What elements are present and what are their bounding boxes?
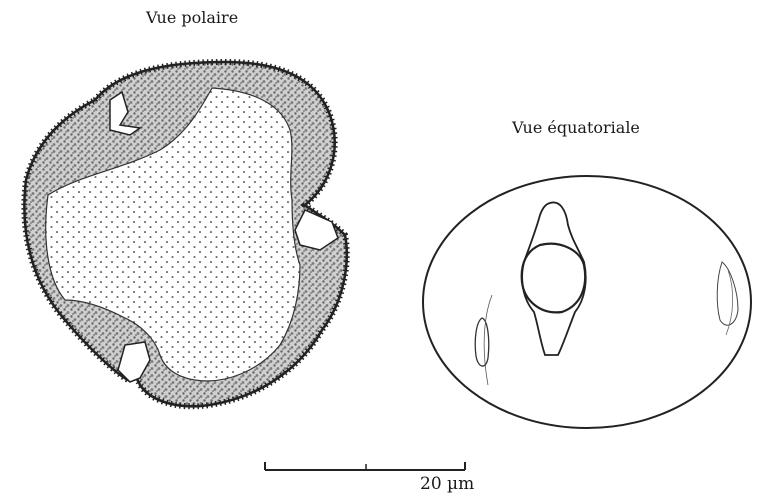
scale-bar — [265, 462, 465, 470]
scale-bar-label: 20 µm — [420, 474, 474, 494]
equatorial-outline — [423, 176, 751, 428]
equatorial-view-grain — [423, 176, 751, 428]
polar-view-grain — [24, 62, 346, 406]
